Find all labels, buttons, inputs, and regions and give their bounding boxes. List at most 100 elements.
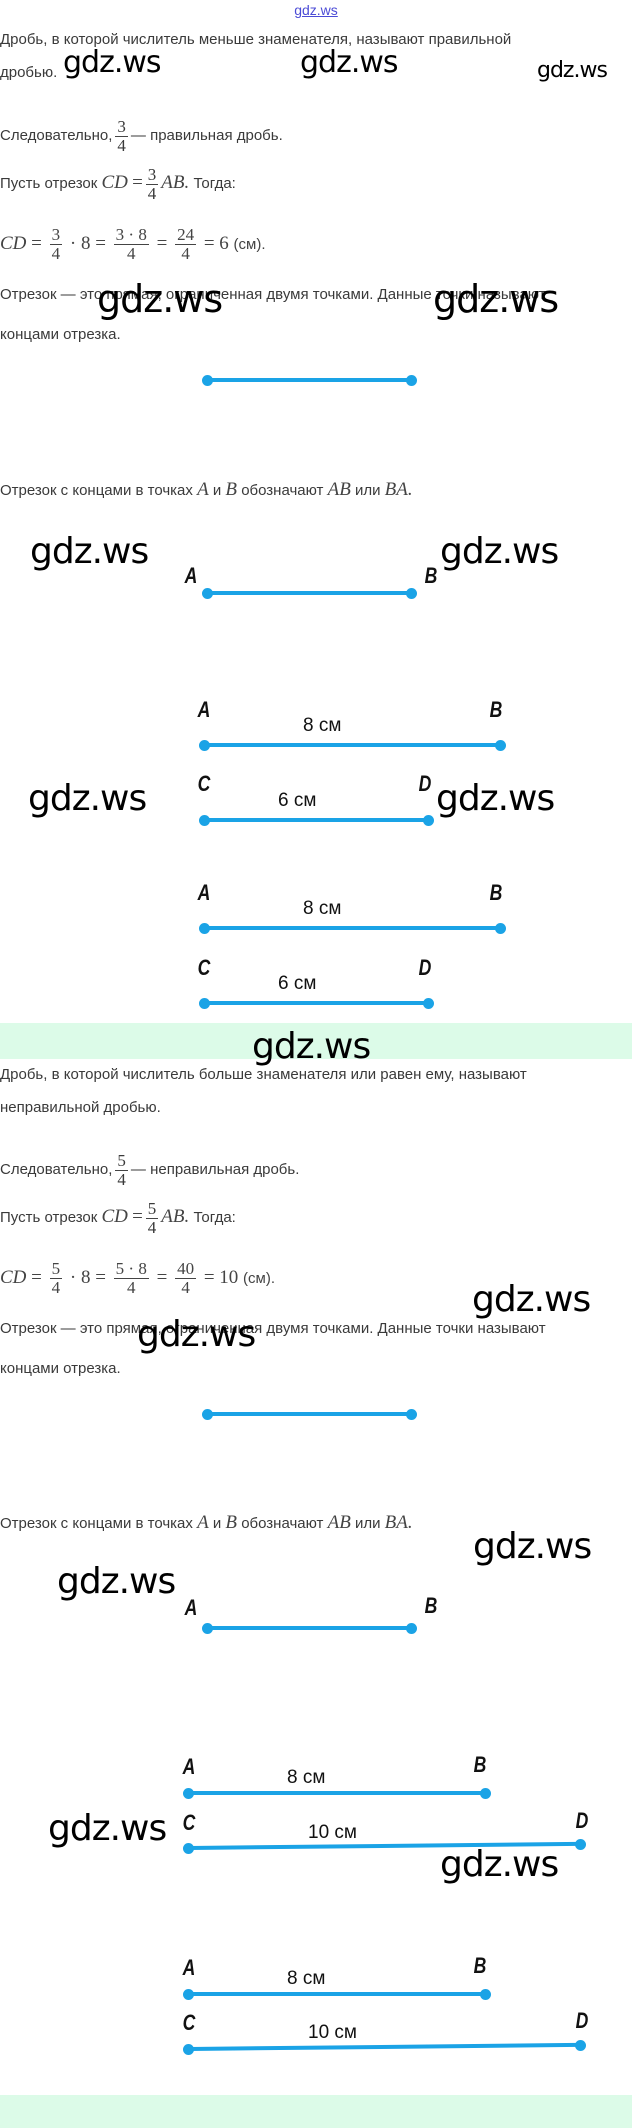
math-text: · 8 = (69, 1267, 106, 1288)
numerator: 5 (115, 1150, 128, 1171)
watermark: gdz.ws (252, 1026, 371, 1067)
notation-text: и (212, 1515, 222, 1532)
conclusion-prefix: Следовательно, (0, 127, 113, 144)
segment-endpoint (495, 740, 506, 751)
segment-ab-line (207, 591, 411, 595)
math-var: A (197, 479, 209, 500)
definition-segment-cont: концами отрезка. (0, 326, 121, 343)
point-label-c: C (197, 955, 211, 980)
numerator: 24 (175, 225, 197, 246)
watermark: gdz.ws (537, 58, 608, 83)
conclusion-prefix: Следовательно, (0, 1161, 113, 1178)
segment-ab-line (188, 1992, 485, 1996)
notation-line: Отрезок с концами в точках A и B обознач… (0, 1512, 413, 1533)
point-label-d: D (418, 955, 432, 980)
watermark: gdz.ws (30, 531, 149, 572)
notation-text: обозначают (241, 1515, 324, 1532)
point-label-b: B (473, 1953, 487, 1978)
denominator: 4 (117, 1169, 126, 1189)
math-var: AB (327, 1512, 351, 1533)
numerator: 3 (145, 164, 159, 185)
math-var: A (197, 1512, 209, 1533)
watermark: gdz.ws (57, 1561, 176, 1602)
point-label-b: B (473, 1752, 487, 1777)
segment-endpoint (423, 815, 434, 826)
math-var: BA. (384, 479, 413, 500)
point-label-d: D (575, 2008, 589, 2033)
point-label-c: C (182, 2010, 196, 2035)
math-var: CD (0, 233, 27, 254)
point-label-a: A (182, 1955, 196, 1980)
segment-endpoint (406, 1409, 417, 1420)
point-label-a: A (182, 1754, 196, 1779)
segment-cd-line (204, 1001, 428, 1005)
point-label-b: B (424, 563, 438, 588)
watermark: gdz.ws (472, 1279, 591, 1320)
definition-segment: Отрезок — это прямая, ограниченная двумя… (0, 1320, 546, 1337)
point-label-b: B (489, 880, 503, 905)
math-var: B (225, 479, 238, 500)
site-link[interactable]: gdz.ws (294, 2, 338, 18)
denominator: 4 (147, 183, 157, 203)
notation-text: Отрезок с концами в точках (0, 1515, 193, 1532)
section-divider-band (0, 1023, 632, 1059)
segment-cd-line (187, 2042, 580, 2051)
segment-endpoint (406, 375, 417, 386)
segment-endpoint (199, 740, 210, 751)
let-suffix: Тогда: (193, 1209, 236, 1226)
math-var: CD (0, 1267, 27, 1288)
unit: (см). (243, 1270, 276, 1287)
length-label-ab: 8 см (287, 1968, 326, 1989)
length-label-cd: 10 см (308, 1822, 357, 1843)
notation-text: обозначают (241, 482, 324, 499)
point-label-a: A (197, 697, 211, 722)
numerator: 3 · 8 (113, 225, 149, 246)
watermark: gdz.ws (440, 1844, 559, 1885)
math-text: = (156, 233, 168, 254)
math-var: B (225, 1512, 238, 1533)
denominator: 4 (51, 1278, 61, 1298)
denominator: 4 (181, 1278, 190, 1298)
point-label-d: D (418, 771, 432, 796)
watermark: gdz.ws (300, 45, 399, 80)
math-text: = 6 (203, 233, 229, 254)
math-var: AB. (161, 1206, 190, 1227)
numerator: 5 (49, 1259, 63, 1280)
let-prefix: Пусть отрезок (0, 1209, 98, 1226)
segment-endpoint (480, 1788, 491, 1799)
math-var: CD (101, 1206, 128, 1227)
point-label-b: B (424, 1593, 438, 1618)
point-label-c: C (197, 771, 211, 796)
denominator: 4 (181, 244, 190, 264)
paragraph-proper-fraction: Дробь, в которой числитель меньше знамен… (0, 31, 512, 48)
point-label-a: A (197, 880, 211, 905)
let-prefix: Пусть отрезок (0, 175, 98, 192)
segment-endpoint (202, 588, 213, 599)
numerator: 3 (49, 225, 63, 246)
notation-text: Отрезок с концами в точках (0, 482, 193, 499)
segment-endpoint (199, 923, 210, 934)
segment-endpoint (183, 1989, 194, 2000)
bottom-band (0, 2095, 632, 2128)
math-var: CD (101, 172, 128, 193)
point-label-a: A (184, 563, 198, 588)
let-suffix: Тогда: (193, 175, 236, 192)
segment-endpoint (406, 588, 417, 599)
notation-text: или (354, 1515, 381, 1532)
denominator: 4 (127, 1278, 136, 1298)
denominator: 4 (147, 1217, 157, 1237)
point-label-a: A (184, 1595, 198, 1620)
segment-endpoint (202, 1623, 213, 1634)
math-eq: = (132, 1206, 143, 1227)
watermark: gdz.ws (48, 1808, 167, 1849)
watermark: gdz.ws (137, 1314, 256, 1355)
